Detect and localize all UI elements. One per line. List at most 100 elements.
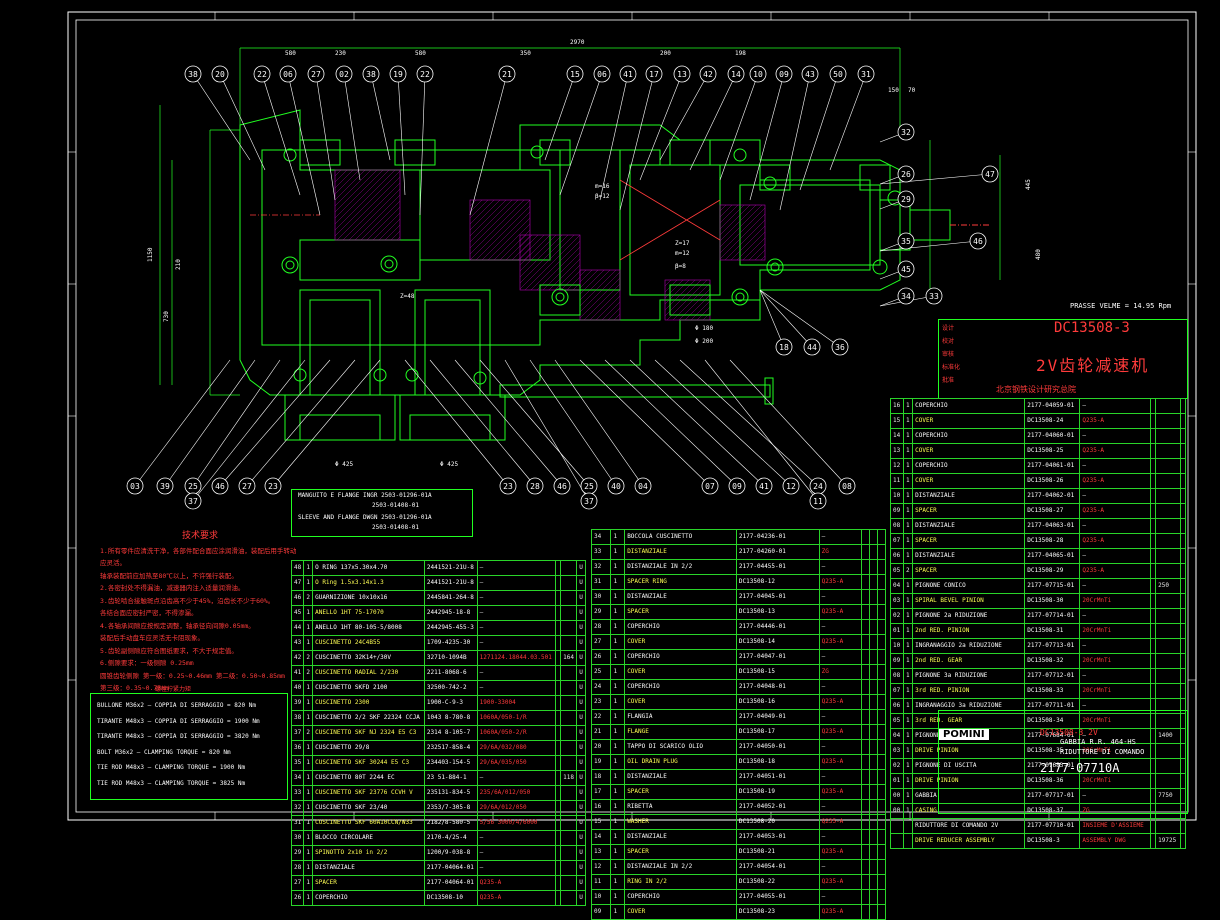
bom-cell: — bbox=[1079, 518, 1151, 534]
bom-cell bbox=[1179, 683, 1187, 699]
bom-cell bbox=[1179, 488, 1187, 504]
pomini-title-1: GABBIA R.R. 464-HS bbox=[1060, 738, 1136, 746]
bom-cell: SPACER bbox=[912, 533, 1026, 549]
bom-cell: — bbox=[818, 529, 863, 545]
bom-cell: DC13508-12 bbox=[735, 574, 820, 590]
part-balloon: 03 bbox=[126, 477, 144, 495]
bom-cell bbox=[560, 560, 578, 576]
bom-cell bbox=[869, 694, 878, 710]
bom-cell: DC13508-30 bbox=[1024, 593, 1081, 609]
output-shaft bbox=[499, 377, 774, 405]
balloon-label: 17 bbox=[649, 70, 659, 79]
torque-line: BOLT M36x2 — CLAMPING TORQUE = 820 Nm bbox=[97, 749, 231, 756]
title-left-labels: 设计 校对 审核 标准化 批准 bbox=[942, 322, 982, 387]
bom-cell bbox=[877, 709, 886, 725]
bom-cell bbox=[1155, 638, 1181, 654]
bom-cell: U bbox=[576, 755, 586, 771]
bom-cell: 30 bbox=[590, 589, 612, 605]
balloon-label: 19 bbox=[393, 70, 403, 79]
bom-cell: 35 bbox=[290, 755, 305, 771]
bom-cell: O Ring 1.5x3.14x1.3 bbox=[312, 575, 425, 591]
balloon-label: 06 bbox=[283, 70, 293, 79]
bom-cell: 20 bbox=[590, 739, 612, 755]
bom-cell: — bbox=[818, 649, 863, 665]
bom-cell bbox=[877, 904, 886, 920]
title-org: 北京钢铁设计研究总院 bbox=[996, 385, 1076, 394]
bom-cell: 39 bbox=[290, 695, 305, 711]
balloon-label: 31 bbox=[861, 70, 871, 79]
bom-cell: 1 bbox=[303, 695, 314, 711]
bom-cell bbox=[869, 784, 878, 800]
bom-cell bbox=[861, 724, 871, 740]
bom-cell: 29/6A/032/080 bbox=[476, 740, 557, 756]
pomini-code: DC13508-3 2V bbox=[1040, 728, 1098, 737]
bom-cell: DC13508-31 bbox=[1024, 623, 1081, 639]
bom-cell: 20CrMnTi bbox=[1079, 623, 1151, 639]
bom-cell: 2 bbox=[303, 725, 314, 741]
bom-cell: CUSCINETTO SKF 23776 CCVH V bbox=[312, 785, 425, 801]
bom-cell: 2177-04064-01 bbox=[423, 875, 478, 891]
bom-cell bbox=[877, 889, 886, 905]
bom-cell bbox=[1155, 398, 1181, 414]
bom-cell bbox=[877, 739, 886, 755]
hatch-lines bbox=[334, 169, 766, 321]
bom-cell: DC13508-15 bbox=[735, 664, 820, 680]
bom-cell: SPACER bbox=[312, 875, 425, 891]
dim-top-3: 580 bbox=[415, 50, 426, 57]
bom-cell: 04 bbox=[890, 728, 904, 744]
bom-cell bbox=[902, 818, 914, 834]
bom-cell: — bbox=[818, 889, 863, 905]
bom-cell: — bbox=[476, 845, 557, 861]
part-balloon: 45 bbox=[897, 260, 915, 278]
bom-cell: 2177-04236-01 bbox=[735, 529, 820, 545]
title-code: DC13508-3 bbox=[1054, 320, 1130, 336]
bom-cell bbox=[877, 859, 886, 875]
bom-cell: 10 bbox=[890, 638, 904, 654]
part-balloon: 06 bbox=[279, 65, 297, 83]
bom-cell: 1 bbox=[902, 443, 914, 459]
bom-cell: 16 bbox=[590, 799, 612, 815]
part-balloon: 46 bbox=[553, 477, 571, 495]
casing-outline bbox=[239, 109, 901, 396]
bom-cell: 25 bbox=[590, 664, 612, 680]
bom-cell: 29 bbox=[290, 845, 305, 861]
balloon-label: 33 bbox=[929, 292, 939, 301]
bom-cell bbox=[1155, 563, 1181, 579]
bom-cell: 232517-858-4 bbox=[423, 740, 478, 756]
bom-cell: 31 bbox=[590, 574, 612, 590]
bom-cell bbox=[877, 799, 886, 815]
tech-line: 各结合面应密封严密，不得渗漏。 bbox=[100, 609, 198, 617]
bom-cell: 28 bbox=[290, 860, 305, 876]
bom-cell: COPERCHIO bbox=[624, 889, 737, 905]
bom-cell bbox=[560, 800, 578, 816]
part-balloon: 32 bbox=[897, 123, 915, 141]
balloon-label: 44 bbox=[807, 343, 817, 352]
bom-cell: 05 bbox=[890, 563, 904, 579]
bom-cell: 1900-33004 bbox=[476, 695, 557, 711]
bom-cell bbox=[560, 845, 578, 861]
bom-cell bbox=[560, 695, 578, 711]
part-balloon: 23 bbox=[499, 477, 517, 495]
title-label: 批准 bbox=[942, 377, 955, 384]
bom-cell bbox=[869, 709, 878, 725]
bom-cell: 2177-04063-01 bbox=[1024, 518, 1081, 534]
bom-cell: 5/56 3000/4/6000 bbox=[476, 815, 557, 831]
bom-cell: — bbox=[818, 799, 863, 815]
bom-cell: 2182/8-580-5 bbox=[423, 815, 478, 831]
bom-cell: 11 bbox=[890, 473, 904, 489]
balloon-label: 41 bbox=[623, 70, 633, 79]
part-balloon: 37 bbox=[580, 492, 598, 510]
balloon-label: 11 bbox=[813, 497, 823, 506]
bom-cell: 1 bbox=[610, 739, 626, 755]
part-balloon: 11 bbox=[809, 492, 827, 510]
bom-cell bbox=[1155, 668, 1181, 684]
note-line: 2503-01408-01 bbox=[372, 502, 419, 509]
bom-cell: 1 bbox=[610, 619, 626, 635]
